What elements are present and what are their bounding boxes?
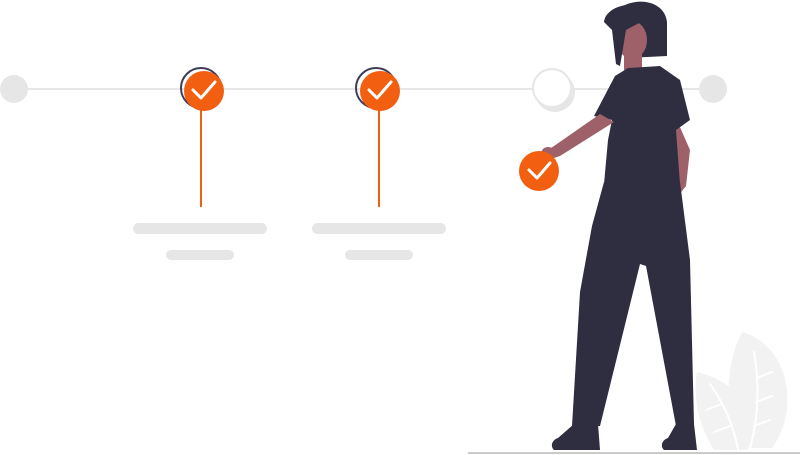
left-shoe (551, 424, 600, 450)
hair-bangs (604, 4, 656, 66)
neck (624, 50, 642, 70)
timeline-end-node (699, 75, 727, 103)
held-check-badge (519, 151, 559, 191)
timeline-step-completed (133, 67, 267, 260)
timeline-start-node (0, 75, 28, 103)
step-node (184, 71, 224, 111)
step-node (360, 71, 400, 111)
check-icon (527, 161, 552, 180)
step-node (532, 68, 572, 108)
shirt (594, 66, 690, 184)
check-icon (367, 80, 393, 100)
trousers (572, 182, 694, 426)
right-shoe (661, 424, 697, 450)
check-icon (191, 80, 217, 100)
step-title-placeholder (312, 223, 446, 234)
step-title-placeholder (133, 223, 267, 234)
extended-arm (544, 114, 614, 160)
plant (695, 332, 788, 450)
badge-circle (519, 151, 559, 191)
person (541, 1, 697, 450)
plant-veins (705, 351, 773, 451)
step-subtitle-placeholder (166, 250, 234, 260)
timeline-step-completed (312, 67, 446, 260)
timeline-step-pending (532, 68, 575, 112)
step-subtitle-placeholder (345, 250, 413, 260)
